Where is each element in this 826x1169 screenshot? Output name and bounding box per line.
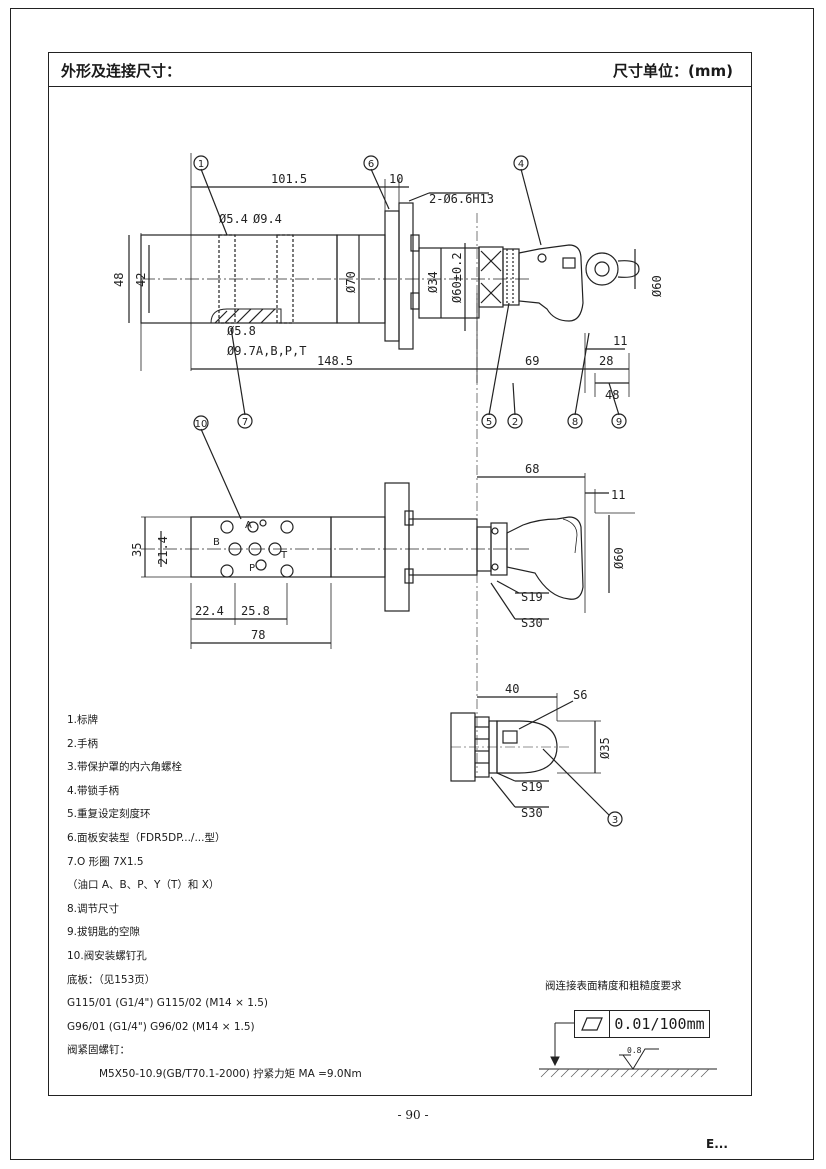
flatness-tolerance-frame: 0.01/100mm: [574, 1010, 710, 1038]
dim-11b: 11: [611, 488, 625, 502]
dim-34: Ø34: [426, 271, 440, 293]
drawing-frame: 外形及连接尺寸： 尺寸单位：(mm): [48, 52, 752, 1096]
note-screw-spec: M5X50-10.9(GB/T70.1-2000) 拧紧力矩 MA =9.0Nm: [99, 1067, 362, 1080]
dim-9-4: Ø9.4: [253, 212, 282, 226]
parts-notes: 1.标牌 2.手柄 3.带保护罩的内六角螺栓 4.带锁手柄 5.重复设定刻度环 …: [67, 709, 487, 1087]
callout-10: [193, 415, 209, 431]
port-b: B: [213, 537, 220, 548]
header-title: 外形及连接尺寸：: [61, 62, 182, 80]
note-baseplate: 底板：（见153页）: [67, 973, 156, 986]
callout-10-label: 10: [195, 419, 208, 430]
header-bar: 外形及连接尺寸： 尺寸单位：(mm): [49, 53, 751, 87]
dim-9-7: Ø9.7A,B,P,T: [227, 344, 306, 358]
callout-9-label: 9: [616, 417, 622, 428]
note-5: 5.重复设定刻度环: [67, 808, 151, 821]
port-a: A: [245, 520, 252, 531]
dim-40: 40: [505, 682, 519, 696]
dim-48b: 48: [605, 388, 619, 402]
roughness-value: 0.8: [627, 1046, 642, 1055]
callout-5: [481, 413, 497, 429]
dim-s30: S30: [521, 616, 543, 630]
note-7: 7.O 形圈 7X1.5: [67, 855, 144, 868]
page-border: [10, 8, 814, 1160]
flatness-icon: [575, 1011, 610, 1037]
dim-s19: S19: [521, 590, 543, 604]
callout-3-label: 3: [612, 815, 618, 826]
callout-1: [193, 155, 209, 171]
dim-78: 78: [251, 628, 265, 642]
callout-8-label: 8: [572, 417, 578, 428]
dim-5-4: Ø5.4: [219, 212, 248, 226]
callout-2-label: 2: [512, 417, 518, 428]
dim-101-5: 101.5: [271, 172, 307, 186]
callout-3: [607, 811, 623, 827]
dim-11: 11: [613, 334, 627, 348]
surface-requirement-title: 阀连接表面精度和粗糙度要求: [545, 980, 682, 992]
technical-drawing: 101.5 10 2-Ø6.6H13 Ø5.4 Ø9.4 48 42 Ø70 Ø…: [112, 153, 717, 1078]
callout-7: [237, 413, 253, 429]
callout-8: [567, 413, 583, 429]
dim-22-4: 22.4: [195, 604, 224, 618]
unit-label: 尺寸单位：(mm): [613, 62, 733, 80]
note-6: 6.面板安装型（FDR5DP.../...型）: [67, 831, 226, 844]
dim-60: Ø60: [650, 275, 664, 297]
note-8: 8.调节尺寸: [67, 902, 120, 915]
note-10: 10.阀安装螺钉孔: [67, 949, 147, 962]
callout-4: [513, 155, 529, 171]
dim-60b: Ø60: [612, 547, 626, 569]
flatness-value: 0.01/100mm: [614, 1015, 705, 1033]
note-g96: G96/01 (G1/4") G96/02 (M14 × 1.5): [67, 1020, 255, 1033]
dim-21-4: 21.4: [156, 536, 170, 565]
dim-68: 68: [525, 462, 539, 476]
note-4: 4.带锁手柄: [67, 784, 120, 797]
dim-2-hole: 2-Ø6.6H13: [429, 192, 494, 206]
dim-s30b: S30: [521, 806, 543, 820]
callout-6: [363, 155, 379, 171]
callout-4-label: 4: [518, 159, 524, 170]
dim-60-tol: Ø60±0.2: [450, 252, 464, 303]
dim-25-8: 25.8: [241, 604, 270, 618]
page-number: - 90 -: [397, 1108, 429, 1122]
port-p: P: [249, 563, 255, 574]
callout-5-label: 5: [486, 417, 492, 428]
callout-6-label: 6: [368, 159, 374, 170]
dim-69: 69: [525, 354, 539, 368]
dim-42: 42: [134, 273, 148, 287]
port-t: T: [280, 550, 288, 561]
note-2: 2.手柄: [67, 737, 99, 750]
callout-2: [507, 413, 523, 429]
note-3: 3.带保护罩的内六角螺栓: [67, 761, 183, 774]
dim-5-8: Ø5.8: [227, 324, 256, 338]
callout-9: [611, 413, 627, 429]
corner-mark: E...: [706, 1137, 728, 1151]
dim-35: 35: [130, 543, 144, 557]
note-1: 1.标牌: [67, 714, 99, 726]
note-9: 9.拔钥匙的空隙: [67, 926, 141, 939]
dim-48: 48: [112, 273, 126, 287]
callout-1-label: 1: [198, 159, 204, 170]
callout-7-label: 7: [242, 417, 248, 428]
dim-10: 10: [389, 172, 403, 186]
dim-s6: S6: [573, 688, 587, 702]
note-screws: 阀紧固螺钉：: [67, 1044, 130, 1057]
dim-70: Ø70: [344, 271, 358, 293]
dim-28: 28: [599, 354, 613, 368]
dim-148-5: 148.5: [317, 354, 353, 368]
note-g115: G115/01 (G1/4") G115/02 (M14 × 1.5): [67, 997, 269, 1010]
dim-s19b: S19: [521, 780, 543, 794]
dim-35b: Ø35: [598, 737, 612, 759]
note-7-ports: （油口 A、B、P、Y（T）和 X）: [67, 879, 220, 892]
